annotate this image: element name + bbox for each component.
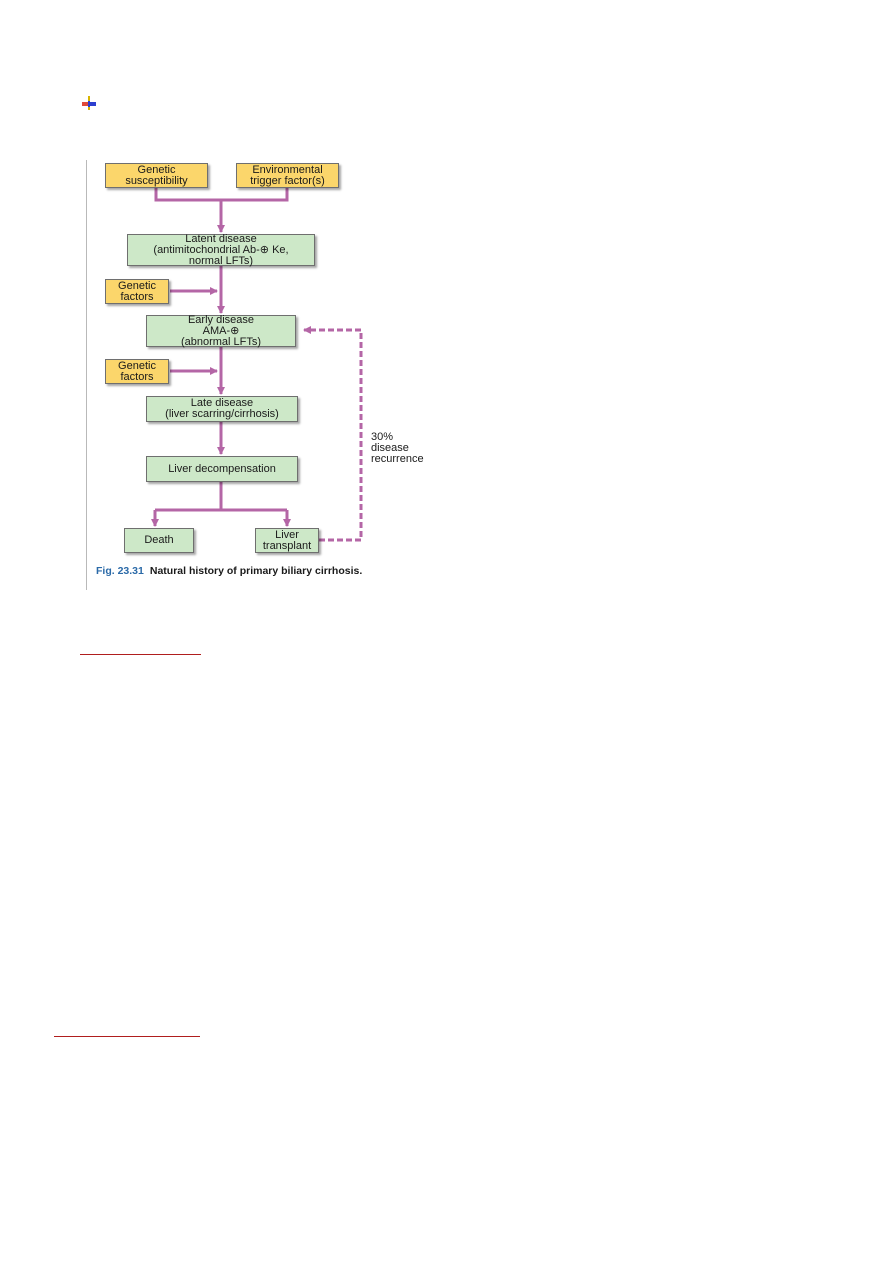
underline-rule-1	[80, 654, 201, 655]
recurrence-label: 30% disease recurrence	[371, 431, 424, 465]
death-box: Death	[124, 528, 194, 553]
caption-number: Fig. 23.31	[96, 565, 144, 577]
genetic-susceptibility-box: Genetic susceptibility	[105, 163, 208, 188]
connectors	[151, 188, 363, 542]
liver-decompensation-box: Liver decompensation	[146, 456, 298, 482]
plus-bullet-icon	[82, 96, 96, 110]
early-disease-box: Early disease AMA-⊕ (abnormal LFTs)	[146, 314, 296, 347]
late-disease-box: Late disease (liver scarring/cirrhosis)	[146, 396, 298, 422]
genetic-factors-box-2: Genetic factors	[105, 359, 169, 384]
recurrence-dashed-arrow	[303, 326, 363, 542]
liver-transplant-box: Liver transplant	[255, 528, 319, 553]
latent-disease-box: Latent disease (antimitochondrial Ab-⊕ K…	[127, 233, 315, 266]
environmental-trigger-box: Environmental trigger factor(s)	[236, 163, 339, 188]
caption-text: Natural history of primary biliary cirrh…	[149, 565, 363, 577]
genetic-factors-box-1: Genetic factors	[105, 279, 169, 304]
underline-rule-2	[54, 1036, 200, 1037]
merge-connector	[154, 188, 289, 202]
figure-left-rule	[86, 160, 87, 590]
figure-caption: Fig. 23.31 Natural history of primary bil…	[96, 565, 362, 577]
